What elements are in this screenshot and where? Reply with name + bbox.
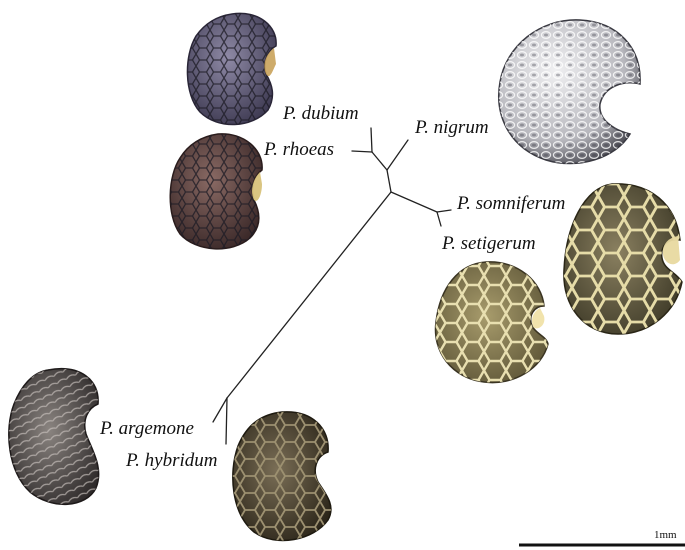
- seed-nigrum-image: [499, 20, 640, 164]
- label-p-somniferum: P. somniferum: [457, 194, 565, 213]
- branch-hybridum: [226, 398, 227, 444]
- scale-bar-label: 1mm: [654, 530, 677, 541]
- branch-argemone: [213, 398, 227, 422]
- label-p-dubium: P. dubium: [283, 104, 359, 123]
- branch-dubium-rhoeas-node: [372, 152, 387, 170]
- seed-dubium-image: [187, 13, 276, 124]
- seed-rhoeas-image: [170, 134, 262, 249]
- branch-rhoeas: [352, 151, 372, 152]
- branch-dubium: [371, 128, 372, 152]
- branch-to-upper-node: [387, 170, 391, 192]
- label-p-nigrum: P. nigrum: [415, 118, 489, 137]
- label-p-setigerum: P. setigerum: [442, 234, 536, 253]
- label-p-rhoeas: P. rhoeas: [264, 140, 334, 159]
- seed-argemone-image: [9, 369, 99, 505]
- branch-somniferum: [437, 210, 451, 212]
- seed-hybridum-image: [233, 412, 331, 541]
- branch-nigrum: [387, 140, 408, 170]
- seed-setigerum-image: [435, 262, 548, 383]
- label-p-hybridum: P. hybridum: [126, 451, 217, 470]
- branch-setigerum: [437, 212, 441, 226]
- label-p-argemone: P. argemone: [100, 419, 194, 438]
- branch-somniferum-setigerum-node: [391, 192, 437, 212]
- seed-somniferum-image: [564, 184, 682, 334]
